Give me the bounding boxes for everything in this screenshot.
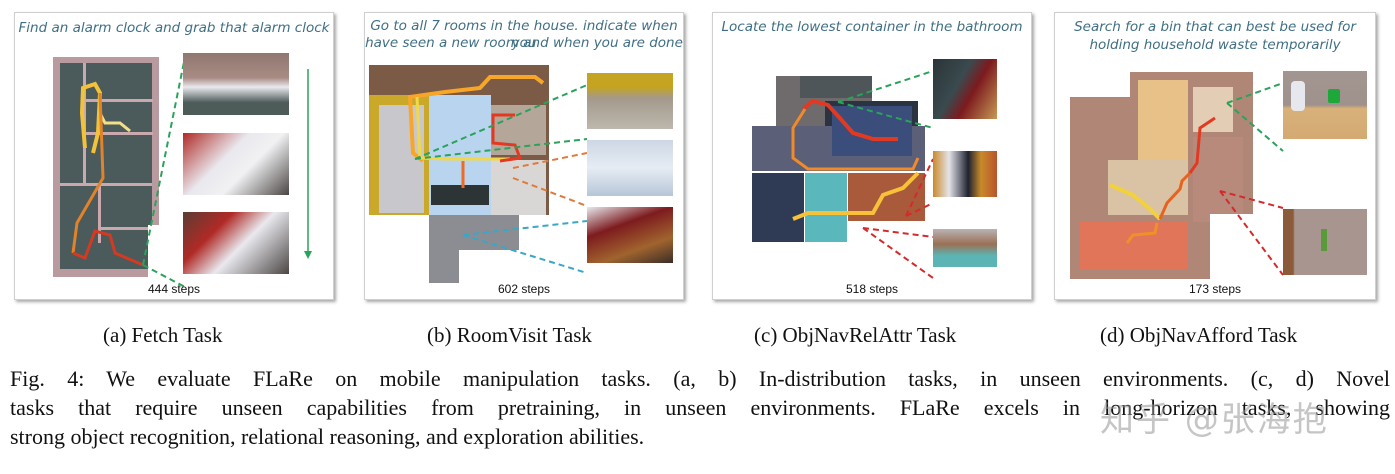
- caption-line-2: tasks that require unseen capabilities f…: [10, 395, 1390, 420]
- connector-line: [837, 70, 934, 103]
- connector-line: [1219, 190, 1284, 209]
- connector-line: [837, 101, 934, 129]
- watermark-text: 知乎 @张海抱: [1100, 400, 1329, 440]
- connector-line: [862, 227, 934, 238]
- caption-line-1: Fig. 4: We evaluate FLaRe on mobile mani…: [10, 366, 1390, 391]
- panel-objnavafford-task: Search for a bin that can best be used f…: [1054, 12, 1376, 300]
- egocentric-view-2: [183, 133, 289, 195]
- egocentric-view-2: [587, 140, 673, 196]
- caption-line-3: strong object recognition, relational re…: [10, 424, 645, 449]
- bin-shape: [1328, 89, 1340, 103]
- instruction-text-line-2: have seen a new room and when you are do…: [365, 35, 683, 51]
- path-segment-red: [801, 98, 898, 141]
- path-segment-yellow: [79, 81, 103, 154]
- connector-line: [512, 152, 588, 169]
- trajectory-overlay: [791, 70, 934, 279]
- connector-line: [1226, 102, 1284, 152]
- trajectory-overlay: [1109, 82, 1284, 276]
- connector-line: [1226, 82, 1284, 104]
- trajectory-overlay: [407, 75, 588, 274]
- path-segment-yellow: [1109, 183, 1162, 221]
- egocentric-view-1: [587, 73, 673, 129]
- connector-line: [905, 158, 934, 217]
- subcaption-a: (a) Fetch Task: [103, 323, 223, 347]
- path-segment-orange: [407, 75, 545, 163]
- instruction-text-line-1: Search for a bin that can best be used f…: [1074, 19, 1356, 35]
- connector-line: [862, 227, 934, 279]
- instruction-text: Find an alarm clock and grab that alarm …: [18, 20, 330, 36]
- egocentric-view-3: [587, 207, 673, 263]
- floorplan-map: [752, 76, 925, 242]
- egocentric-view-3: [933, 229, 997, 267]
- path-segment-orange: [791, 108, 920, 171]
- connector-line: [142, 264, 186, 288]
- path-segment-cream: [98, 112, 131, 133]
- connector-line: [905, 202, 934, 217]
- connector-line: [142, 56, 186, 266]
- connector-line: [1219, 190, 1284, 276]
- path-segment-red: [1188, 116, 1216, 174]
- plant-shape: [1321, 229, 1327, 251]
- subcaption-d: (d) ObjNavAfford Task: [1100, 323, 1298, 347]
- panel-fetch-task: Find an alarm clock and grab that alarm …: [14, 12, 334, 300]
- connector-line: [462, 220, 588, 236]
- trajectory-overlay: [71, 56, 312, 288]
- connector-line: [414, 84, 588, 160]
- figure-caption: Fig. 4: We evaluate FLaRe on mobile mani…: [10, 364, 1390, 451]
- egocentric-view-2: [933, 151, 997, 197]
- instruction-text-line-1: Go to all 7 rooms in the house. indicate…: [370, 18, 678, 51]
- step-count: 602 steps: [497, 282, 551, 296]
- connector-line: [462, 234, 588, 274]
- egocentric-view-1: [933, 59, 997, 119]
- floorplan-map: [1070, 72, 1253, 279]
- egocentric-view-1: [183, 53, 289, 115]
- path-segment-orange: [71, 92, 105, 254]
- panel-roomvisit-task: Go to all 7 rooms in the house. indicate…: [364, 12, 684, 300]
- subcaption-b: (b) RoomVisit Task: [427, 323, 592, 347]
- path-segment-yellow: [792, 171, 920, 221]
- connector-line: [512, 177, 588, 207]
- subcaption-c: (c) ObjNavRelAttr Task: [754, 323, 957, 347]
- arrow-head-icon: [304, 251, 312, 259]
- step-count: 518 steps: [845, 282, 899, 296]
- step-count: 444 steps: [147, 282, 201, 296]
- instruction-text: Locate the lowest container in the bathr…: [721, 19, 1023, 35]
- path-segment-yellow: [415, 96, 510, 161]
- path-segment-red: [72, 229, 144, 267]
- egocentric-view-2: [1283, 209, 1367, 275]
- toilet-shape: [1291, 81, 1305, 111]
- panel-objnavrelattr-task: Locate the lowest container in the bathr…: [712, 12, 1032, 300]
- path-segment-red: [491, 113, 523, 163]
- connector-line: [414, 138, 588, 160]
- path-segment-orange: [1158, 171, 1192, 220]
- egocentric-view-1: [1283, 71, 1367, 139]
- instruction-text-line-2: holding household waste temporarily: [1089, 37, 1341, 53]
- path-segment-orange-low: [1125, 222, 1159, 244]
- step-count: 173 steps: [1188, 282, 1242, 296]
- egocentric-view-3: [183, 212, 289, 274]
